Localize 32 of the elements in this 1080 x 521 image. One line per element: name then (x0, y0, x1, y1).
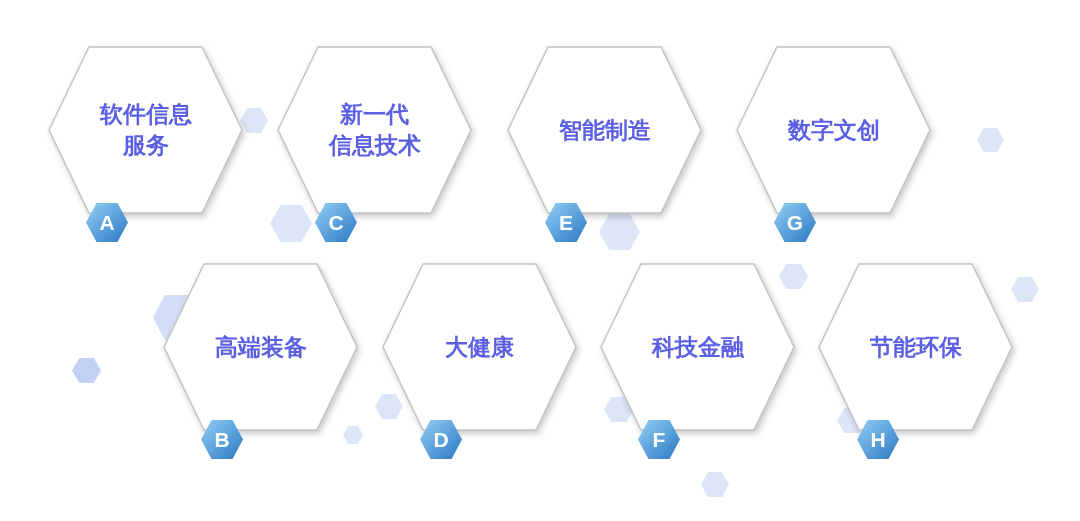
hexagon (507, 46, 702, 214)
hexagon (600, 263, 795, 431)
category-label: 科技金融 (651, 332, 744, 362)
hexagon (163, 263, 358, 431)
letter-label: A (99, 212, 115, 233)
letter-badge (420, 420, 462, 459)
category-label: 新一代信息技术 (327, 100, 422, 160)
letter-badge (857, 420, 899, 459)
letter-label: H (870, 429, 886, 450)
letter-badge (86, 203, 128, 242)
category-label: 软件信息服务 (98, 100, 193, 160)
hexagon (736, 46, 931, 214)
category-label: 智能制造 (558, 115, 651, 145)
hexagon (818, 263, 1013, 431)
letter-label: B (214, 429, 230, 450)
letter-label: F (652, 429, 666, 450)
letter-label: G (786, 212, 804, 233)
letter-badge (545, 203, 587, 242)
letter-badge (774, 203, 816, 242)
hexagon (48, 46, 243, 214)
letter-label: D (433, 429, 449, 450)
letter-label: E (559, 212, 573, 233)
hexagon (382, 263, 577, 431)
letter-badge (315, 203, 357, 242)
category-label: 数字文创 (787, 115, 880, 145)
category-label: 高端装备 (214, 332, 307, 362)
letter-label: C (328, 212, 344, 233)
category-label: 节能环保 (869, 332, 962, 362)
hexagon (277, 46, 472, 214)
letter-badge (201, 420, 243, 459)
letter-badge (638, 420, 680, 459)
category-label: 大健康 (445, 332, 514, 362)
